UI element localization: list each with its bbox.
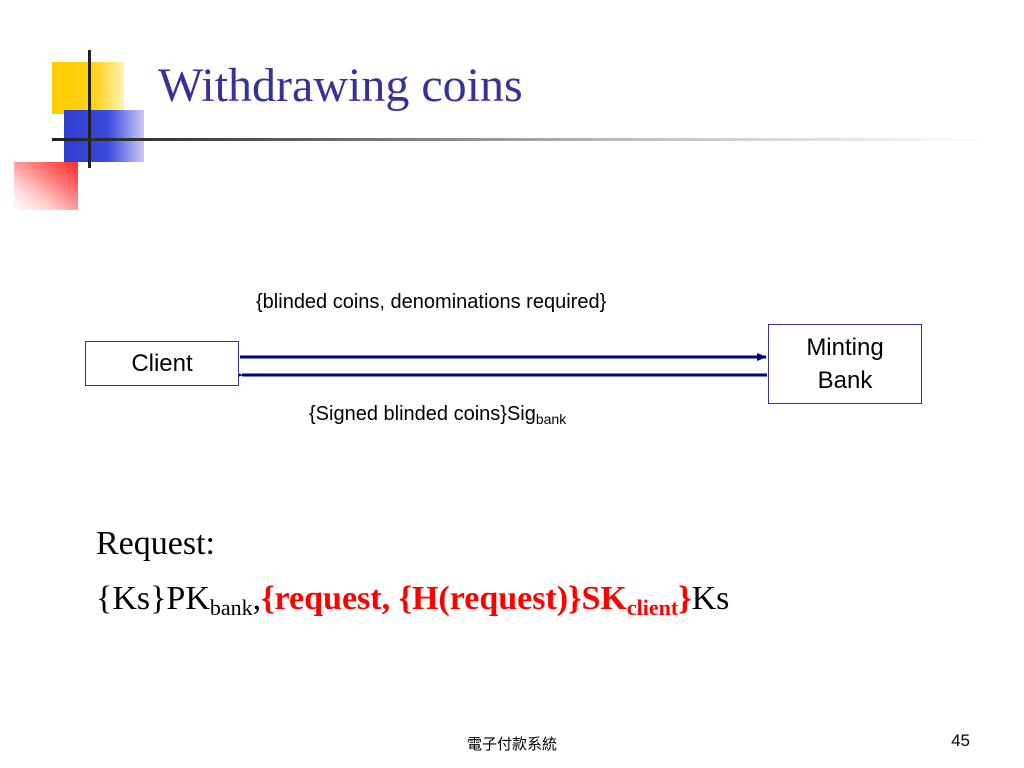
response-message-label: {Signed blinded coins}Sigbank: [309, 403, 566, 427]
formula-part1: {Ks}PK: [96, 580, 210, 617]
client-box: Client: [85, 341, 239, 386]
bank-label-line1: Minting: [806, 334, 884, 361]
slide-title: Withdrawing coins: [158, 59, 523, 112]
response-message-main: {Signed blinded coins}Sig: [309, 403, 536, 425]
formula-part3: Ks: [691, 580, 730, 617]
client-label: Client: [131, 349, 193, 377]
formula-part2-close: }: [678, 580, 692, 617]
page-number: 45: [951, 731, 970, 750]
formula-comma: ,: [252, 580, 262, 617]
response-message-sub: bank: [535, 411, 567, 427]
bank-label-line2: Bank: [817, 367, 873, 394]
formula-part2: {request, {H(request)}SK: [261, 580, 627, 617]
request-message-label: {blinded coins, denominations required}: [256, 291, 607, 313]
request-heading: Request:: [96, 525, 215, 562]
title-underline: [52, 138, 992, 141]
formula-part1-sub: bank: [209, 595, 253, 620]
request-formula: {Ks}PKbank,{request, {H(request)}SKclien…: [96, 580, 729, 621]
decorative-vertical-line: [88, 50, 91, 168]
formula-part2-sub: client: [626, 595, 679, 620]
decorative-blue-square: [64, 110, 144, 162]
decorative-red-square: [14, 162, 78, 210]
minting-bank-box: Minting Bank: [768, 324, 922, 404]
footer-text: 電子付款系統: [466, 735, 557, 753]
